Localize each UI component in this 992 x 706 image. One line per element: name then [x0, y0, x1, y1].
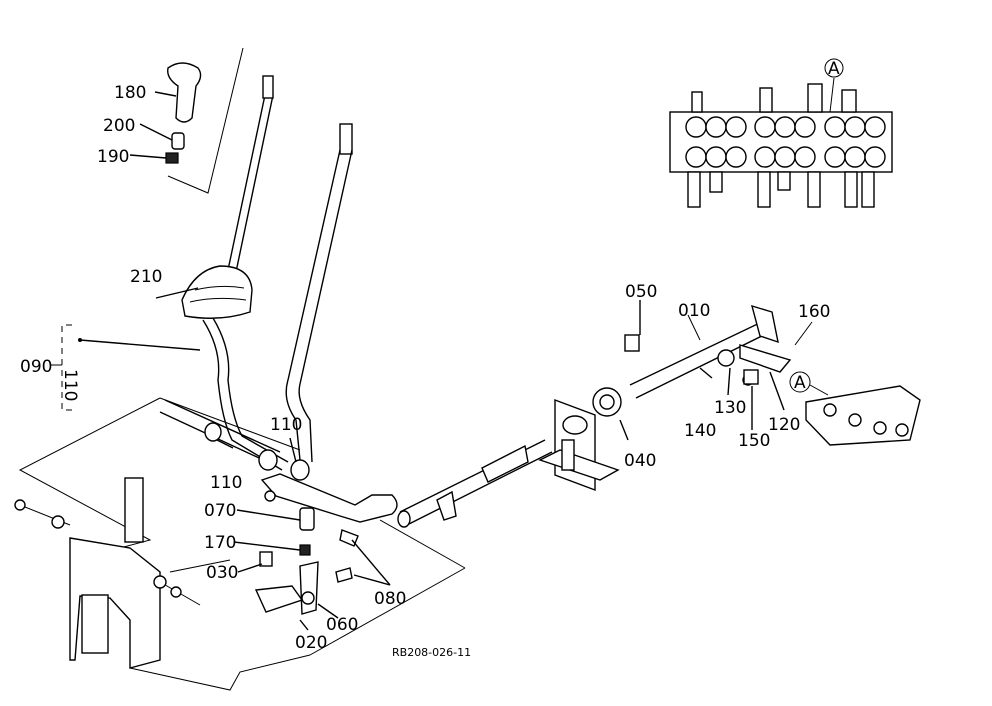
- shaft-010: [624, 304, 813, 399]
- callout-210: 210: [130, 267, 162, 287]
- callout-160: 160: [798, 302, 830, 322]
- callout-060: 060: [326, 615, 358, 635]
- support-stand: [538, 398, 620, 492]
- valve-link: [789, 371, 921, 446]
- leader-lines: [216, 300, 785, 463]
- callout-090: 090: [20, 357, 52, 377]
- shift-lever: [155, 75, 289, 471]
- callout-010: 010: [678, 301, 710, 321]
- callout-130: 130: [714, 398, 746, 418]
- knob-assembly: [129, 47, 244, 194]
- diagram-code: RB208-026-11: [392, 646, 471, 659]
- lever-rod: [285, 123, 353, 463]
- callout-080: 080: [374, 589, 406, 609]
- callout-140: 140: [684, 421, 716, 441]
- callout-110-bracket: 110: [60, 369, 80, 401]
- callout-170: 170: [204, 533, 236, 553]
- callout-120: 120: [768, 415, 800, 435]
- callout-200: 200: [103, 116, 135, 136]
- connecting-tube: [397, 439, 553, 528]
- reference-mark-a-link: A: [794, 373, 806, 393]
- callout-050: 050: [625, 282, 657, 302]
- callout-150: 150: [738, 431, 770, 451]
- callout-020: 020: [295, 633, 327, 653]
- callout-110-upper: 110: [270, 415, 302, 435]
- callout-180: 180: [114, 83, 146, 103]
- callout-bracket-090: [50, 324, 201, 411]
- callout-040: 040: [624, 451, 656, 471]
- callout-190: 190: [97, 147, 129, 167]
- linkage-parts: [233, 507, 391, 631]
- valve-discs: [685, 116, 886, 168]
- valve-bank: [669, 58, 893, 208]
- pivot-shaft: [159, 399, 398, 523]
- bearing: [592, 387, 629, 441]
- reference-mark-a-top: A: [828, 59, 840, 79]
- callout-070: 070: [204, 501, 236, 521]
- left-bracket: [14, 477, 231, 669]
- callout-030: 030: [206, 563, 238, 583]
- callout-110-lower: 110: [210, 473, 242, 493]
